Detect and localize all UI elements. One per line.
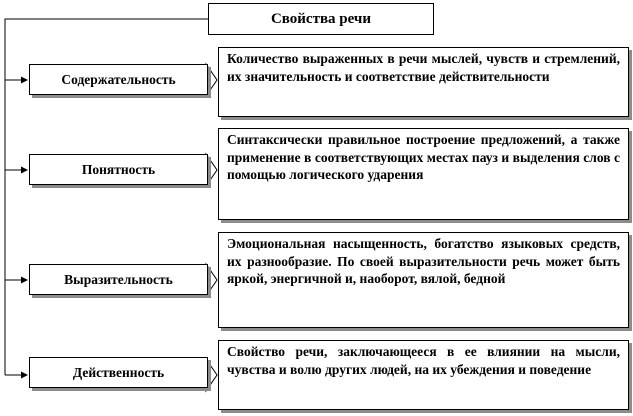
description-text-1: Количество выраженных в речи мыслей, чув… xyxy=(227,51,620,84)
description-text-3: Эмоциональная насыщенность, богатство яз… xyxy=(227,236,620,286)
trunk-line xyxy=(4,18,208,375)
property-box-2: Понятность xyxy=(29,154,208,185)
property-box-3: Выразительность xyxy=(29,264,208,295)
description-text-2: Синтаксически правильное построение пред… xyxy=(227,132,620,182)
property-label-1: Содержательность xyxy=(61,71,176,87)
description-box-1: Количество выраженных в речи мыслей, чув… xyxy=(218,47,629,117)
description-box-4: Свойство речи, заключающееся в ее влияни… xyxy=(218,340,629,410)
description-box-3: Эмоциональная насыщенность, богатство яз… xyxy=(218,232,629,328)
description-text-4: Свойство речи, заключающееся в ее влияни… xyxy=(227,344,620,377)
property-label-3: Выразительность xyxy=(64,271,173,287)
description-box-2: Синтаксически правильное построение пред… xyxy=(218,128,629,220)
property-label-4: Действенность xyxy=(72,364,165,380)
diagram-title-text: Свойства речи xyxy=(270,10,372,27)
property-box-1: Содержательность xyxy=(29,64,208,95)
property-box-4: Действенность xyxy=(29,357,208,388)
diagram-title: Свойства речи xyxy=(208,3,434,35)
property-label-2: Понятность xyxy=(81,161,156,177)
